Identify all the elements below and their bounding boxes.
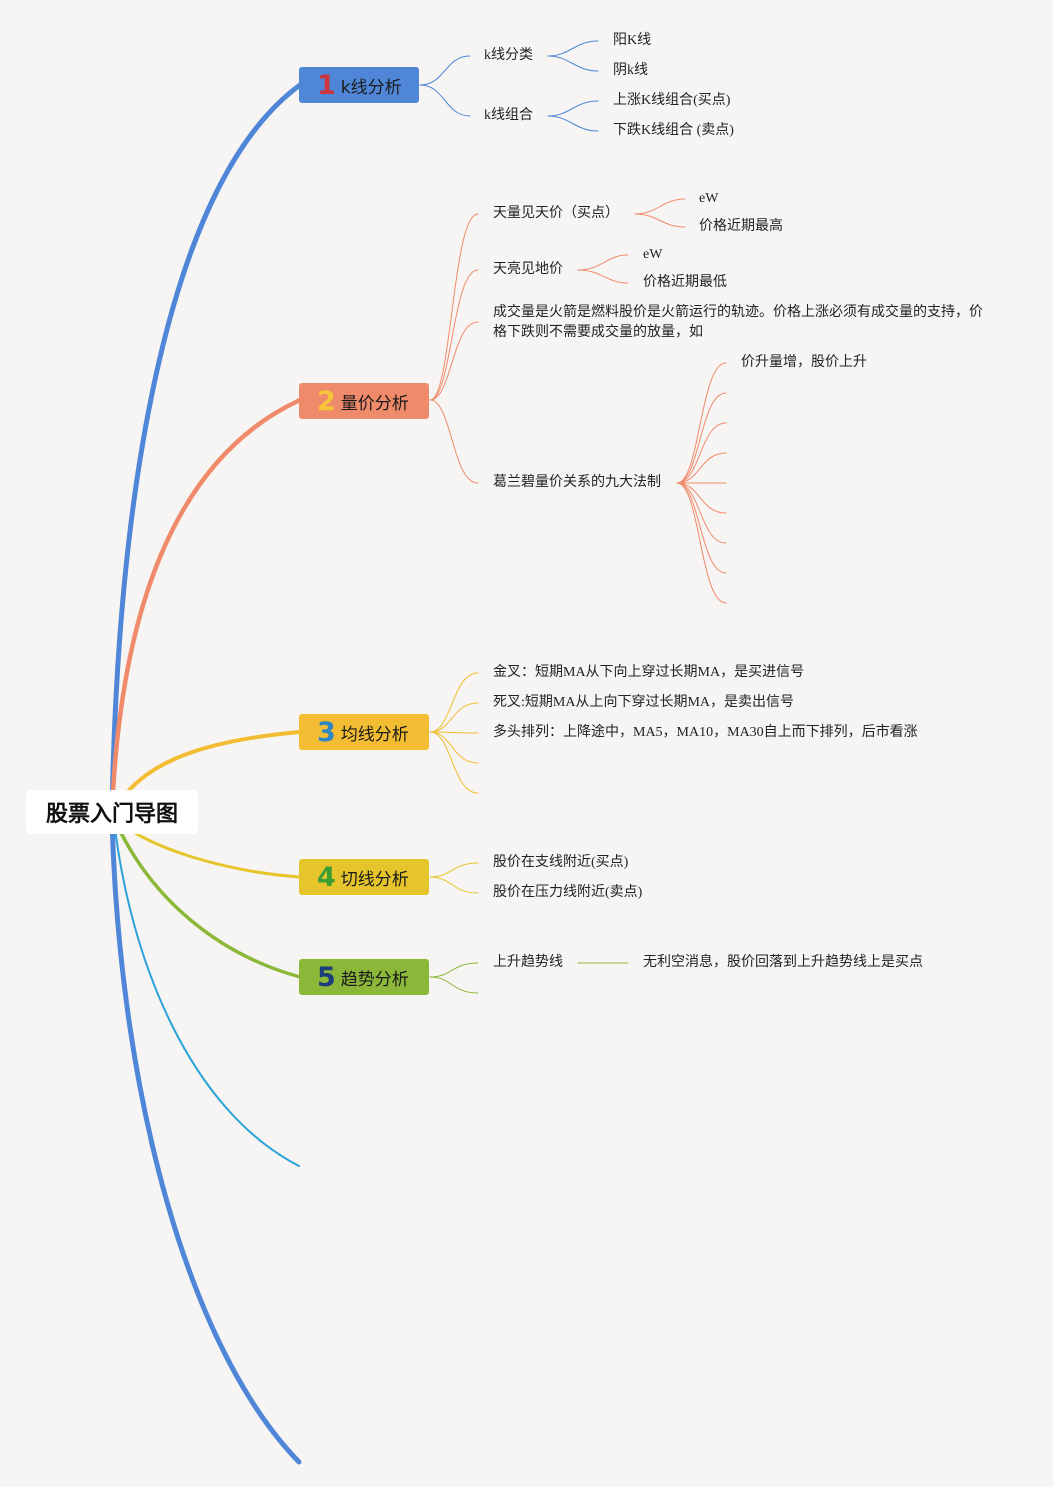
connector-extra-light: [113, 819, 300, 1167]
node-volume-rocket-note[interactable]: 成交量是火箭是燃料股价是火箭运行的轨迹。价格上涨必须有成交量的支持，价格下跌则不…: [493, 305, 983, 340]
node-high-ew[interactable]: eW: [699, 191, 719, 206]
node-bull-arrangement[interactable]: 多头排列：上降途中，MA5，MA10，MA30自上而下排列，后市看涨: [493, 725, 918, 740]
node-death-cross[interactable]: 死叉:短期MA从上向下穿过长期MA，是卖出信号: [493, 695, 795, 710]
branch-number: 3: [317, 716, 336, 748]
node-low-ew[interactable]: eW: [643, 247, 663, 262]
node-uptrend-line[interactable]: 上升趋势线: [493, 955, 563, 970]
branch-2-links: [429, 198, 727, 604]
node-rule-1[interactable]: 价升量增，股价上升: [741, 355, 867, 370]
node-golden-cross[interactable]: 金叉：短期MA从下向上穿过长期MA，是买进信号: [493, 665, 805, 680]
branch-1-links: [419, 40, 599, 132]
node-low-volume-low-price[interactable]: 天亮见地价: [493, 262, 563, 277]
node-up-combo[interactable]: 上涨K线组合(买点): [613, 93, 731, 108]
branch-k-line-analysis[interactable]: 1 k线分析: [299, 67, 419, 103]
branch-5-links: [429, 962, 629, 994]
branch-tangent-line-analysis[interactable]: 4 切线分析: [299, 859, 429, 895]
branch-label: 均线分析: [340, 724, 409, 745]
branch-volume-price-analysis[interactable]: 2 量价分析: [299, 383, 429, 419]
branch-number: 5: [317, 961, 336, 993]
node-yang-k[interactable]: 阳K线: [613, 33, 652, 48]
branch-number: 4: [317, 861, 336, 893]
branch-trend-analysis[interactable]: 5 趋势分析: [299, 959, 429, 995]
node-price-recent-low[interactable]: 价格近期最低: [643, 275, 727, 290]
branch-label: 趋势分析: [340, 969, 409, 990]
branch-label: 量价分析: [340, 393, 409, 414]
node-down-combo[interactable]: 下跌K线组合 (卖点): [613, 123, 734, 138]
branch-number: 2: [317, 385, 336, 417]
node-yin-k[interactable]: 阴k线: [613, 63, 648, 78]
node-uptrend-note[interactable]: 无利空消息，股价回落到上升趋势线上是买点: [643, 955, 923, 970]
branch-moving-average-analysis[interactable]: 3 均线分析: [299, 714, 429, 750]
connector-branch-5: [112, 816, 302, 979]
connector-extra-blue: [109, 817, 302, 1465]
branch-label: k线分析: [340, 77, 402, 98]
branch-number: 1: [317, 69, 336, 101]
root-topic[interactable]: 股票入门导图: [26, 790, 198, 834]
node-high-volume-high-price[interactable]: 天量见天价（买点）: [493, 206, 619, 221]
node-price-recent-high[interactable]: 价格近期最高: [699, 219, 783, 234]
node-k-classify[interactable]: k线分类: [484, 48, 533, 63]
node-near-pressure[interactable]: 股价在压力线附近(卖点): [493, 885, 643, 900]
branch-3-links: [429, 672, 479, 794]
node-granville-rules[interactable]: 葛兰碧量价关系的九大法制: [493, 475, 661, 490]
branch-4-links: [429, 862, 479, 894]
branch-label: 切线分析: [340, 869, 409, 890]
node-near-support[interactable]: 股价在支线附近(买点): [493, 855, 629, 870]
connector-branch-2: [109, 397, 303, 815]
connector-branch-1: [109, 82, 303, 815]
node-k-combo[interactable]: k线组合: [484, 108, 533, 123]
